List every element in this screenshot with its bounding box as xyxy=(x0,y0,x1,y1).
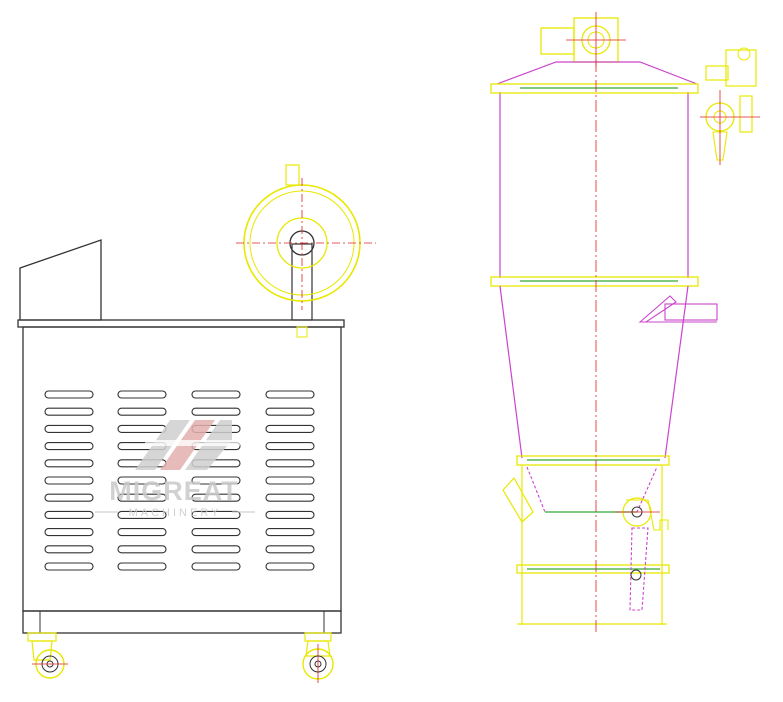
side-inlet xyxy=(638,295,718,323)
vent-slot xyxy=(265,442,315,451)
vent-slot xyxy=(191,562,241,571)
vent-slot xyxy=(117,476,167,485)
vent-slot xyxy=(117,390,167,399)
vent-slot xyxy=(191,476,241,485)
hopper-lid xyxy=(496,61,698,85)
vent-slot xyxy=(265,528,315,537)
control-box xyxy=(19,239,102,321)
watermark-brand: MIGREAT xyxy=(109,476,239,506)
vent-slot xyxy=(44,493,94,502)
vent-slot xyxy=(191,510,241,519)
vent-slot xyxy=(117,424,167,433)
left-view-vacuum-unit xyxy=(17,164,376,683)
logo-mark xyxy=(135,420,240,470)
inlet-pipe xyxy=(502,476,534,523)
vent-slot xyxy=(117,528,167,537)
vent-slot xyxy=(265,562,315,571)
caster-right xyxy=(302,632,334,683)
blower-motor xyxy=(236,164,376,310)
caster-left xyxy=(27,632,68,679)
vent-slot xyxy=(44,476,94,485)
vent-slot xyxy=(265,459,315,468)
vent-slot xyxy=(44,562,94,571)
watermark-subtitle: MACHINERY xyxy=(129,507,222,519)
cabinet-top-plate xyxy=(17,319,345,328)
vent-slot xyxy=(44,459,94,468)
flange-mid xyxy=(490,276,699,287)
top-motor xyxy=(540,12,626,66)
vent-slot xyxy=(44,528,94,537)
vent-slot xyxy=(265,493,315,502)
flange-top xyxy=(490,83,699,94)
counterweight-lever xyxy=(615,497,669,611)
vent-slot xyxy=(265,510,315,519)
vent-slot xyxy=(117,407,167,416)
base-frame xyxy=(22,610,342,634)
vent-slot xyxy=(44,424,94,433)
vent-slot xyxy=(265,407,315,416)
vent-slot xyxy=(117,493,167,502)
vent-slot xyxy=(265,424,315,433)
vent-slot xyxy=(191,390,241,399)
vent-slot xyxy=(44,407,94,416)
watermark-logo: MIGREAT MACHINERY xyxy=(95,420,255,519)
solenoid-valve xyxy=(700,47,760,165)
vent-slot xyxy=(44,545,94,554)
flange-bottom xyxy=(516,564,670,574)
flange-lower xyxy=(516,455,670,466)
right-view-hopper xyxy=(490,12,760,632)
vent-slot xyxy=(44,390,94,399)
vent-slot xyxy=(191,493,241,502)
vent-slot xyxy=(265,476,315,485)
hopper-cone xyxy=(499,285,689,459)
vent-slot xyxy=(191,407,241,416)
vent-slot xyxy=(191,528,241,537)
vent-slot xyxy=(265,545,315,554)
vent-slot xyxy=(117,562,167,571)
vent-slot xyxy=(117,545,167,554)
vent-slots xyxy=(44,390,315,571)
vent-slot xyxy=(44,442,94,451)
vent-slot xyxy=(265,390,315,399)
cabinet-body xyxy=(22,326,342,612)
vent-slot xyxy=(191,545,241,554)
vent-slot xyxy=(117,510,167,519)
vent-slot xyxy=(44,510,94,519)
discharge-flap xyxy=(526,466,658,513)
